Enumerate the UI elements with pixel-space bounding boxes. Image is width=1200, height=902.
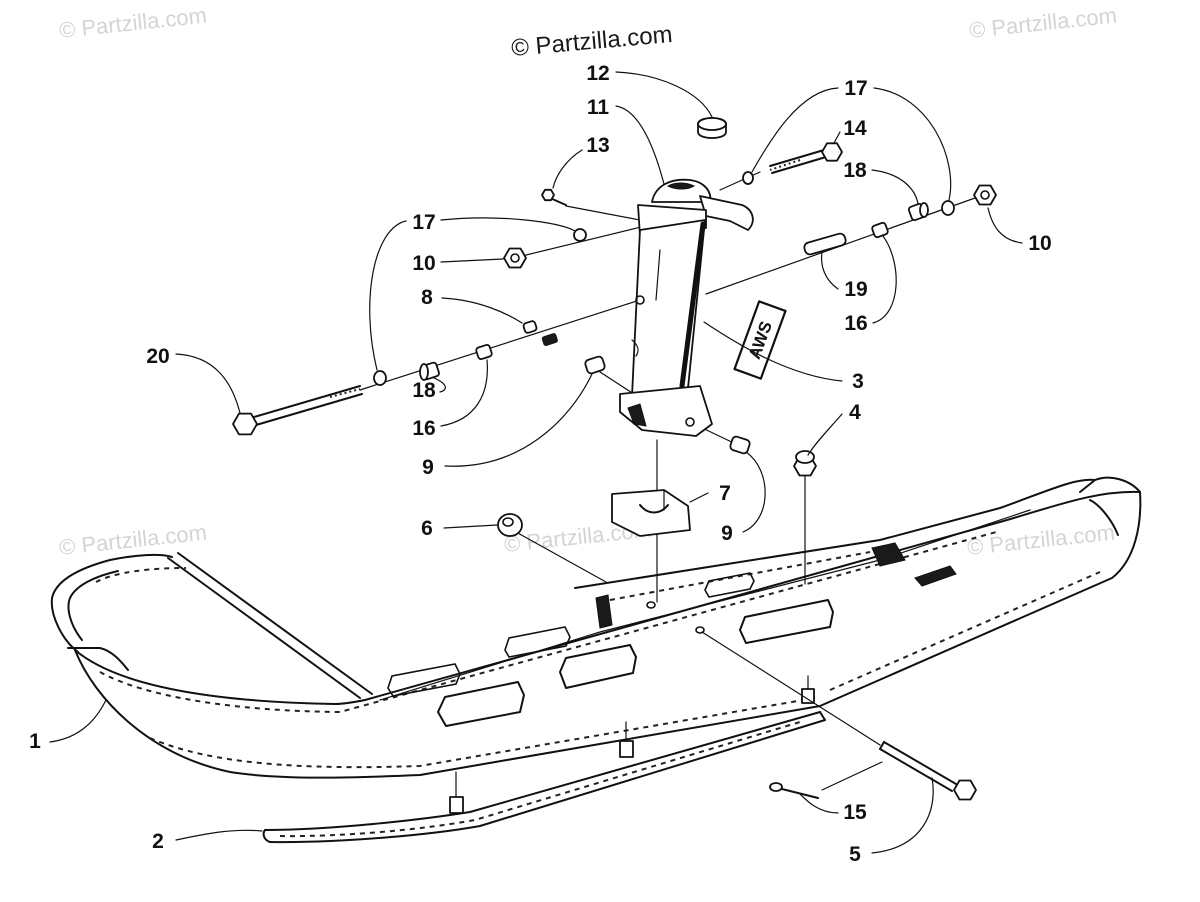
leader-line-17-top-a: [751, 87, 839, 173]
part-6-bushing: [497, 513, 523, 537]
callout-label-20: 20: [146, 345, 169, 368]
callout-label-9-right: 9: [721, 522, 733, 545]
callout-label-6: 6: [421, 517, 433, 540]
leader-line-20: [175, 353, 241, 414]
leader-line-2: [175, 829, 263, 841]
leader-line-8: [441, 297, 523, 324]
leader-line-17-top-b: [873, 87, 952, 201]
callout-label-16-left: 16: [412, 417, 435, 440]
part-20-bolt: [232, 385, 363, 436]
leader-line-3: [703, 321, 843, 382]
leader-lines: [49, 71, 1023, 854]
leader-line-1: [49, 699, 107, 743]
leader-line-5: [871, 777, 934, 854]
leader-line-9-left: [444, 373, 593, 467]
leader-line-17-left-b: [369, 220, 407, 371]
part-4-nut: [793, 450, 817, 477]
leader-line-14: [833, 131, 841, 144]
callout-label-14: 14: [843, 117, 867, 140]
leader-line-15: [799, 793, 839, 814]
callout-label-7: 7: [719, 482, 731, 505]
part-16-bushing-left: [475, 344, 493, 360]
callout-label-4: 4: [849, 401, 861, 424]
part-10-nut-left: [503, 247, 527, 269]
part-14-bolt: [769, 142, 843, 174]
leader-line-9-right: [742, 451, 766, 533]
part-9-bushing-right: [729, 435, 751, 455]
callout-labels: 12 11 13 17 14 18 10 17 10 8 19 16 3 20 …: [29, 62, 1052, 866]
callout-label-17-left: 17: [412, 211, 435, 234]
part-15-cotter-pin: [769, 782, 819, 799]
part-16-bushing-right: [871, 221, 889, 239]
leader-line-11: [615, 105, 665, 185]
part-17-washer-mid: [573, 228, 587, 242]
callout-label-15: 15: [843, 801, 867, 824]
callout-label-19: 19: [844, 278, 867, 301]
callout-label-1: 1: [29, 730, 41, 753]
leader-line-12: [615, 71, 713, 118]
callout-label-3: 3: [852, 370, 864, 393]
part-12-plug: [697, 117, 727, 139]
callout-label-13: 13: [586, 134, 609, 157]
leader-line-18-right: [871, 169, 919, 205]
part-18-bushing-left: [419, 361, 440, 381]
aws-plate: AWS: [733, 300, 787, 380]
callout-label-5: 5: [849, 843, 861, 866]
leader-line-17-left-a: [440, 217, 576, 232]
part-13-bolt: [541, 188, 567, 206]
part-9-bushing-left: [584, 355, 606, 375]
leader-line-6: [443, 524, 498, 529]
callout-label-16-right: 16: [844, 312, 867, 335]
callout-label-12: 12: [586, 62, 609, 85]
callout-label-17-top: 17: [844, 77, 867, 100]
watermark-mid-left: © Partzilla.com: [58, 520, 208, 560]
leader-line-13: [552, 149, 583, 189]
leader-line-10-right: [987, 207, 1023, 244]
watermark-top-right: © Partzilla.com: [968, 3, 1118, 43]
callout-label-11: 11: [587, 96, 610, 119]
leader-line-16-right: [872, 235, 897, 324]
part-17-washer-lower: [373, 370, 387, 386]
leader-line-18-left: [433, 377, 446, 393]
callout-label-10-left: 10: [412, 252, 435, 275]
watermark-main: © Partzilla.com: [510, 21, 673, 62]
callout-label-10-right: 10: [1028, 232, 1051, 255]
part-19-sleeve: [803, 232, 847, 256]
runner-studs: [449, 675, 815, 814]
callout-label-2: 2: [152, 830, 164, 853]
leader-line-7: [689, 492, 709, 503]
part-17-washer-upper: [742, 171, 754, 185]
callout-label-18-right: 18: [843, 159, 867, 182]
part-ski: [50, 476, 1142, 779]
part-18-bushing-right: [907, 202, 929, 222]
leader-line-4: [807, 413, 843, 456]
leader-line-10-left: [440, 258, 504, 263]
leader-line-16-left: [440, 359, 488, 427]
part-17-washer-right: [941, 200, 955, 216]
leader-line-19: [820, 251, 839, 290]
watermark-top-left: © Partzilla.com: [58, 3, 208, 43]
part-7-pad: [611, 489, 691, 537]
part-8-spacers: [522, 320, 558, 346]
callout-label-8: 8: [421, 286, 433, 309]
part-10-nut-right: [973, 184, 997, 206]
callout-label-18-left: 18: [412, 379, 436, 402]
callout-label-9-left: 9: [422, 456, 434, 479]
part-spindle: [619, 178, 754, 437]
part-5-bolt: [879, 741, 977, 801]
